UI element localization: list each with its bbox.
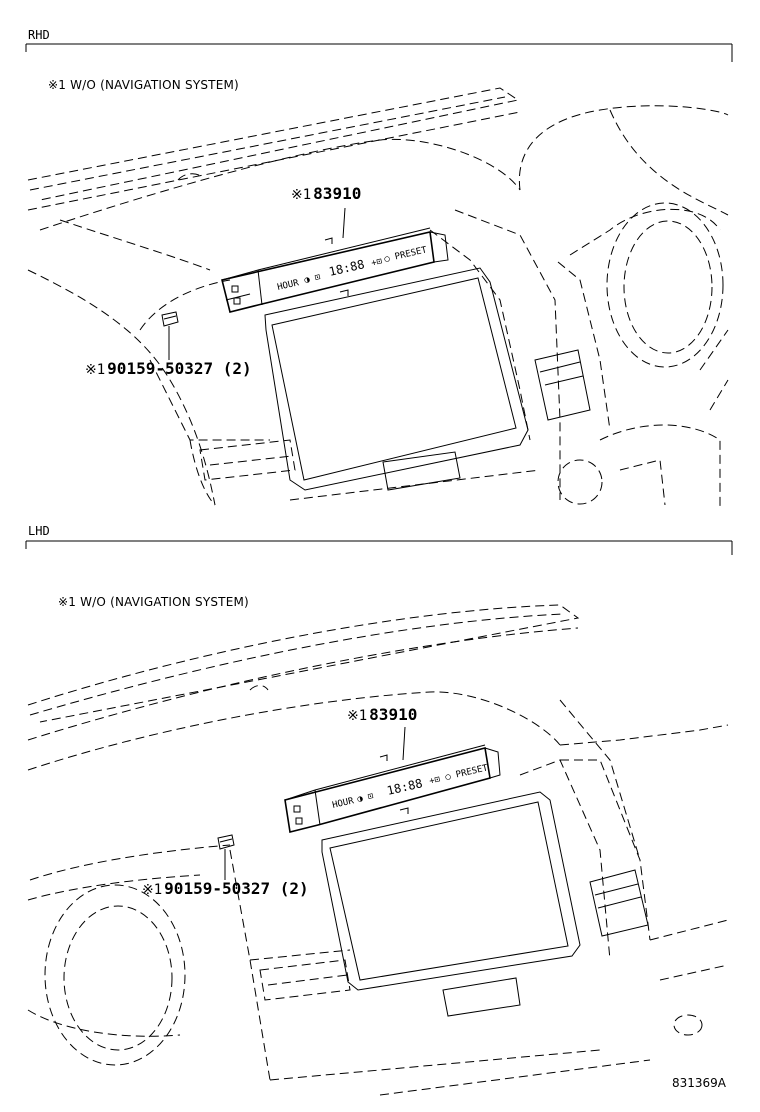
rhd-callout-90159-mark: ※1 <box>85 362 106 378</box>
drawing-id: 831369A <box>672 1076 727 1090</box>
lhd-frame <box>25 540 733 555</box>
svg-text:+⊡: +⊡ <box>428 775 441 787</box>
rhd-display-readout: 18:88 <box>328 257 366 279</box>
rhd-callout-83910-mark: ※1 <box>291 187 312 203</box>
lhd-callout-83910-mark: ※1 <box>347 708 368 724</box>
lhd-callout-83910-number: 83910 <box>369 705 418 724</box>
svg-text:HOUR: HOUR <box>276 278 300 293</box>
rhd-leader-83910 <box>342 207 346 239</box>
lhd-note: ※1 W/O (NAVIGATION SYSTEM) <box>58 595 249 609</box>
lhd-callout-90159-number: 90159-50327 (2) <box>164 879 309 898</box>
lhd-clock-module: HOUR ◑ ⊡ 18:88 +⊡ ○ PRESET <box>284 744 501 833</box>
rhd-callout-83910-number: 83910 <box>313 184 362 203</box>
lhd-display-readout: 18:88 <box>386 776 424 798</box>
svg-text:◑ ⊡: ◑ ⊡ <box>356 792 374 805</box>
lhd-bolt-90159 <box>217 834 235 850</box>
svg-text:○ PRESET: ○ PRESET <box>383 245 428 265</box>
svg-text:+⊡: +⊡ <box>370 257 383 269</box>
svg-text:HOUR: HOUR <box>331 796 355 811</box>
lhd-callout-90159-mark: ※1 <box>142 882 163 898</box>
rhd-section-label: RHD <box>28 28 50 42</box>
lhd-leader-83910 <box>402 726 406 761</box>
rhd-callout-90159-number: 90159-50327 (2) <box>107 359 252 378</box>
svg-text:◑ ⊡: ◑ ⊡ <box>303 273 321 286</box>
rhd-note: ※1 W/O (NAVIGATION SYSTEM) <box>48 78 239 92</box>
lhd-section-label: LHD <box>28 524 50 538</box>
rhd-bolt-90159 <box>161 311 179 327</box>
rhd-frame <box>25 43 733 62</box>
lhd-dashboard-drawing: HOUR ◑ ⊡ 18:88 +⊡ ○ PRESET <box>27 604 729 1096</box>
rhd-dashboard-drawing: HOUR ◑ ⊡ 18:88 +⊡ ○ PRESET <box>27 87 729 510</box>
